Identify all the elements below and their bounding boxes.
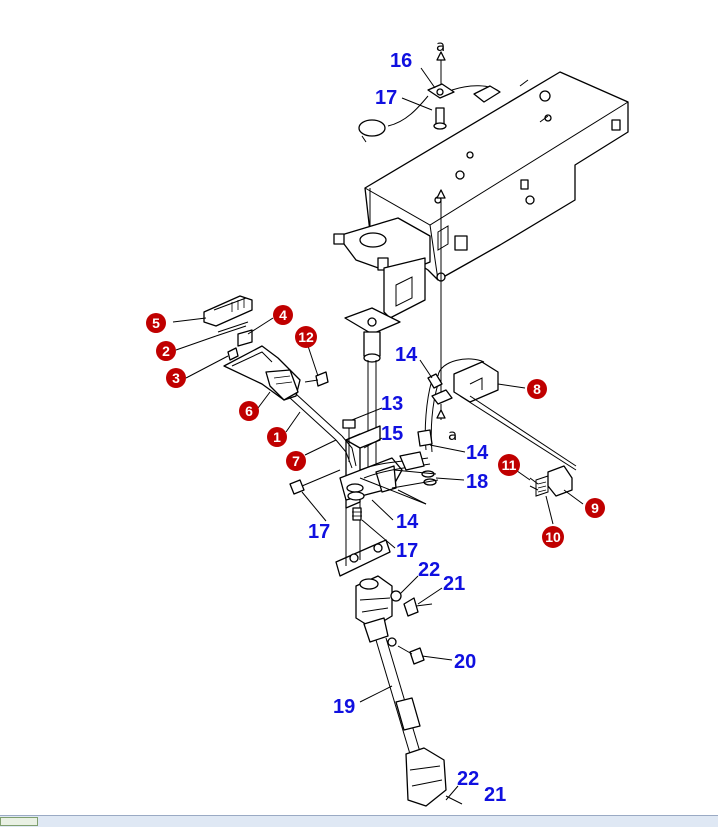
window-status-bar <box>0 815 718 827</box>
marker-a-top: a <box>436 37 445 55</box>
callout-3: 3 <box>172 370 180 386</box>
callout-11: 11 <box>502 457 517 473</box>
callout-21: 21 <box>443 573 465 595</box>
callout-22: 22 <box>418 559 440 581</box>
marker-a-mid: a <box>448 426 457 444</box>
sensor-assembly <box>358 51 501 143</box>
callout-18: 18 <box>466 471 488 493</box>
callout-15: 15 <box>381 423 403 445</box>
callout-1: 1 <box>273 429 281 445</box>
callout-8: 8 <box>533 381 541 397</box>
steering-shaft <box>355 575 463 807</box>
callout-19: 19 <box>333 696 355 718</box>
callout-5: 5 <box>152 315 160 331</box>
callout-7: 7 <box>292 453 300 469</box>
callout-14: 14 <box>395 344 418 366</box>
leader-lines <box>172 67 584 801</box>
callout-17: 17 <box>308 521 330 543</box>
callout-4: 4 <box>279 307 287 323</box>
callout-17: 17 <box>396 540 418 562</box>
callout-22: 22 <box>457 768 479 790</box>
callout-2: 2 <box>162 343 170 359</box>
callout-13: 13 <box>381 393 403 415</box>
lever-assembly <box>203 295 357 495</box>
callout-12: 12 <box>298 329 314 345</box>
callout-14: 14 <box>466 442 489 464</box>
switch-assembly <box>529 465 573 497</box>
column-shaft <box>335 307 403 577</box>
main-frame <box>333 71 629 319</box>
wire-harness <box>359 189 577 505</box>
status-bar-tab[interactable] <box>0 817 38 826</box>
callout-17: 17 <box>375 87 397 109</box>
callout-6: 6 <box>245 403 253 419</box>
callout-9: 9 <box>591 500 599 516</box>
callout-21: 21 <box>484 784 506 806</box>
callout-14: 14 <box>396 511 419 533</box>
callout-20: 20 <box>454 651 476 673</box>
callout-16: 16 <box>390 50 412 72</box>
red-callouts: 5 4 12 2 3 6 1 7 8 11 9 10 <box>146 305 605 548</box>
callout-10: 10 <box>545 529 561 545</box>
